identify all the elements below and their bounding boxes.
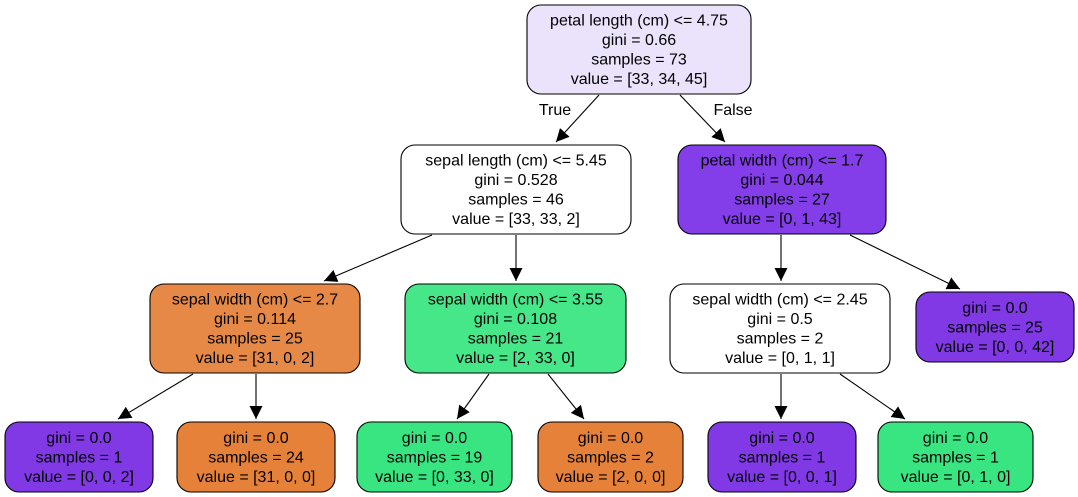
node-box — [537, 421, 684, 493]
node-split-rule: sepal width (cm) <= 2.7 — [172, 292, 338, 309]
edge-n2-n6 — [849, 234, 961, 290]
edge-n5-n12 — [839, 373, 906, 420]
edge-arrow — [117, 373, 194, 420]
node-value: value = [2, 33, 0] — [456, 350, 575, 367]
tree-node-n10: gini = 0.0 samples = 2 value = [2, 0, 0] — [537, 421, 684, 493]
node-value: value = [0, 0, 42] — [936, 339, 1055, 356]
edge-n4-n9 — [456, 373, 490, 420]
node-value: value = [2, 0, 0] — [556, 469, 666, 486]
node-box — [356, 421, 513, 493]
node-split-rule: sepal width (cm) <= 2.45 — [692, 292, 867, 309]
node-samples: samples = 2 — [737, 331, 824, 348]
node-box — [915, 291, 1075, 363]
node-gini: gini = 0.0 — [402, 430, 467, 447]
edge-arrow — [547, 373, 585, 420]
tree-node-n8: gini = 0.0 samples = 24 value = [31, 0, 0] — [176, 421, 336, 493]
node-value: value = [0, 1, 1] — [725, 350, 835, 367]
node-value: value = [0, 1, 0] — [901, 469, 1011, 486]
edge-arrow — [679, 94, 726, 143]
tree-node-n5: sepal width (cm) <= 2.45 gini = 0.5 sample… — [669, 283, 891, 374]
node-samples: samples = 1 — [36, 450, 123, 467]
tree-node-n9: gini = 0.0 samples = 19 value = [0, 33, 0] — [356, 421, 513, 493]
node-samples: samples = 2 — [567, 450, 654, 467]
node-samples: samples = 73 — [591, 52, 687, 69]
tree-node-n0: petal length (cm) <= 4.75 gini = 0.66 samp… — [526, 4, 752, 95]
node-gini: gini = 0.0 — [923, 430, 988, 447]
node-box — [4, 421, 154, 493]
node-box — [877, 421, 1034, 493]
tree-node-n4: sepal width (cm) <= 3.55 gini = 0.108 samp… — [404, 283, 627, 374]
node-box — [404, 283, 627, 374]
node-gini: gini = 0.0 — [578, 430, 643, 447]
node-samples: samples = 21 — [468, 331, 564, 348]
node-value: value = [33, 34, 45] — [571, 71, 708, 88]
node-samples: samples = 27 — [734, 192, 830, 209]
node-value: value = [0, 1, 43] — [723, 211, 842, 228]
node-gini: gini = 0.528 — [474, 172, 557, 189]
node-samples: samples = 46 — [468, 192, 564, 209]
node-value: value = [0, 33, 0] — [375, 469, 494, 486]
edge-arrow — [555, 94, 600, 143]
node-gini: gini = 0.114 — [214, 311, 296, 328]
node-value: value = [31, 0, 0] — [197, 469, 316, 486]
node-gini: gini = 0.108 — [474, 311, 557, 328]
tree-node-n7: gini = 0.0 samples = 1 value = [0, 0, 2] — [4, 421, 154, 493]
tree-node-n1: sepal length (cm) <= 5.45 gini = 0.528 sam… — [400, 144, 632, 235]
edge-n3-n7 — [117, 373, 194, 420]
node-gini: gini = 0.0 — [962, 300, 1027, 317]
node-gini: gini = 0.0 — [223, 430, 288, 447]
edge-arrow — [456, 373, 490, 420]
node-samples: samples = 25 — [207, 331, 303, 348]
tree-nodes: petal length (cm) <= 4.75 gini = 0.66 samp… — [4, 4, 1075, 493]
node-box — [176, 421, 336, 493]
node-split-rule: sepal width (cm) <= 3.55 — [428, 292, 603, 309]
edge-label-true: True — [539, 102, 571, 119]
node-samples: samples = 1 — [739, 450, 826, 467]
tree-edges: True False — [117, 94, 961, 420]
node-gini: gini = 0.044 — [740, 172, 823, 189]
node-gini: gini = 0.66 — [602, 32, 676, 49]
edge-n0-n2: False — [679, 94, 753, 143]
edge-arrow — [839, 373, 906, 420]
node-box — [677, 144, 887, 235]
node-gini: gini = 0.0 — [749, 430, 814, 447]
node-box — [669, 283, 891, 374]
node-value: value = [0, 0, 2] — [24, 469, 134, 486]
edge-arrow — [323, 234, 433, 282]
edge-n4-n10 — [547, 373, 585, 420]
node-samples: samples = 1 — [912, 450, 999, 467]
tree-node-n3: sepal width (cm) <= 2.7 gini = 0.114 sampl… — [149, 283, 361, 374]
node-box — [149, 283, 361, 374]
node-value: value = [31, 0, 2] — [196, 350, 315, 367]
tree-node-n2: petal width (cm) <= 1.7 gini = 0.044 sampl… — [677, 144, 887, 235]
node-split-rule: petal length (cm) <= 4.75 — [550, 13, 728, 30]
node-gini: gini = 0.0 — [46, 430, 111, 447]
tree-node-n11: gini = 0.0 samples = 1 value = [0, 0, 1] — [707, 421, 857, 493]
node-samples: samples = 19 — [387, 450, 483, 467]
node-gini: gini = 0.5 — [747, 311, 812, 328]
edge-n0-n1: True — [539, 94, 600, 143]
edge-label-false: False — [713, 102, 752, 119]
node-box — [400, 144, 632, 235]
edge-arrow — [849, 234, 961, 290]
node-samples: samples = 24 — [208, 450, 304, 467]
node-box — [707, 421, 857, 493]
node-split-rule: petal width (cm) <= 1.7 — [701, 153, 864, 170]
node-value: value = [0, 0, 1] — [727, 469, 837, 486]
node-split-rule: sepal length (cm) <= 5.45 — [425, 153, 607, 170]
node-value: value = [33, 33, 2] — [452, 211, 580, 228]
node-samples: samples = 25 — [947, 320, 1043, 337]
tree-node-n12: gini = 0.0 samples = 1 value = [0, 1, 0] — [877, 421, 1034, 493]
tree-node-n6: gini = 0.0 samples = 25 value = [0, 0, 42] — [915, 291, 1075, 363]
edge-n1-n3 — [323, 234, 433, 282]
node-box — [526, 4, 752, 95]
